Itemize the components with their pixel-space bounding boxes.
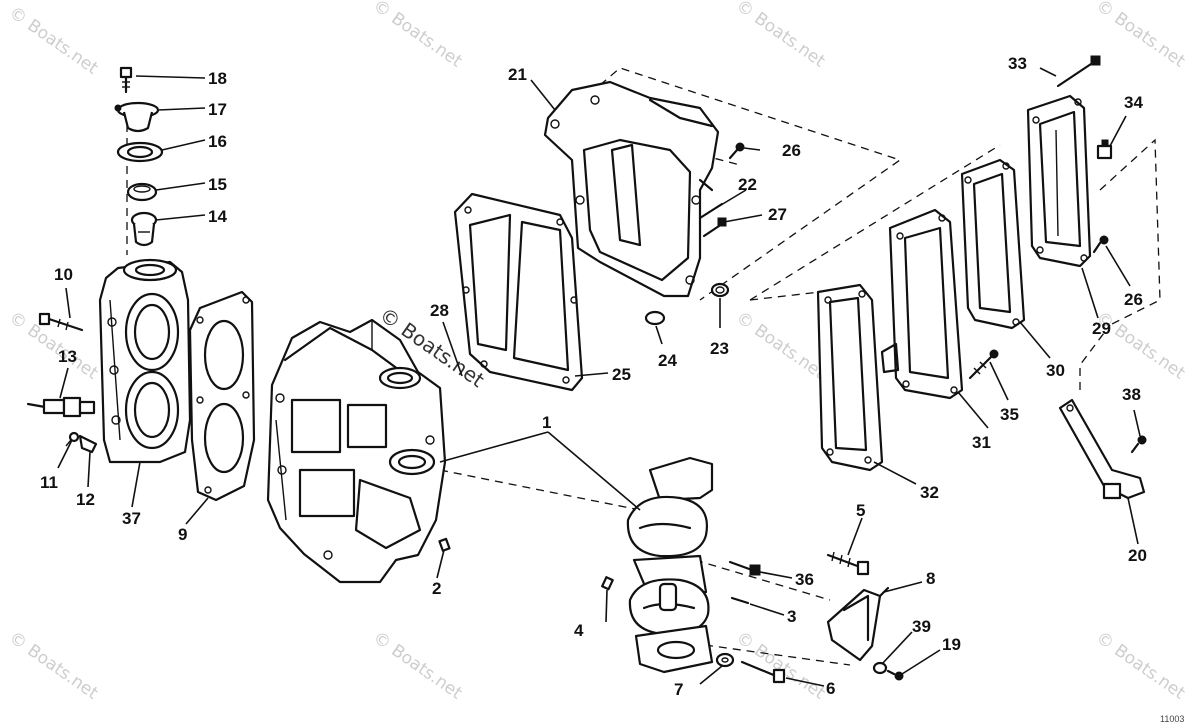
callout-32: 32 [920, 483, 939, 502]
exhaust-cover [1026, 94, 1092, 268]
watermark: © Boats.net [1092, 0, 1189, 72]
callout-13: 13 [58, 347, 77, 366]
head-gasket [188, 290, 256, 502]
exhaust-gasket-inner [960, 158, 1026, 330]
bolt-35 [968, 349, 999, 380]
callout-22: 22 [738, 175, 757, 194]
callout-18: 18 [208, 69, 227, 88]
bushing-23 [710, 282, 730, 298]
watermark: © Boats.net [5, 308, 102, 384]
fitting-34 [1096, 139, 1113, 160]
callout-7: 7 [674, 680, 683, 699]
watermark: © Boats.net [732, 628, 829, 704]
leader-lines [57, 67, 1141, 687]
callout-10: 10 [54, 265, 73, 284]
callout-4: 4 [574, 621, 584, 640]
bracket-20 [1058, 398, 1146, 500]
exhaust-plate [880, 208, 964, 400]
callout-20: 20 [1128, 546, 1147, 565]
callout-11: 11 [40, 473, 58, 492]
callout-6: 6 [826, 679, 835, 698]
callout-39: 39 [912, 617, 931, 636]
watermark: © Boats.net [732, 0, 829, 72]
screw-11 [65, 431, 80, 447]
washer-39 [872, 661, 888, 675]
bolt-10 [38, 312, 84, 332]
callout-34: 34 [1124, 93, 1143, 112]
callout-8: 8 [926, 569, 935, 588]
exhaust-gasket-outer [816, 283, 884, 472]
crankshaft-assembly [626, 456, 714, 674]
callout-29: 29 [1092, 319, 1111, 338]
bolt-33 [1056, 55, 1101, 88]
temperature-switch [26, 396, 96, 418]
callout-3: 3 [787, 607, 796, 626]
plug-24 [644, 310, 666, 326]
callout-27: 27 [768, 205, 787, 224]
bolt-6 [740, 660, 786, 684]
callout-21: 21 [508, 65, 527, 84]
callout-26-upper: 26 [782, 141, 801, 160]
thermostat [130, 211, 158, 247]
callout-36: 36 [795, 570, 814, 589]
callout-25: 25 [612, 365, 631, 384]
callout-15: 15 [208, 175, 227, 194]
callout-19: 19 [942, 635, 961, 654]
callout-12: 12 [76, 490, 95, 509]
callout-30: 30 [1046, 361, 1065, 380]
watermark: © Boats.net [732, 308, 829, 384]
screw-19 [886, 669, 904, 681]
pin-4 [601, 576, 614, 591]
callout-35: 35 [1000, 405, 1019, 424]
crankcase-cover [543, 80, 720, 298]
bolt-5 [826, 551, 870, 576]
callout-23: 23 [710, 339, 729, 358]
thermostat-cover [114, 101, 160, 133]
thermostat-gasket [116, 141, 164, 163]
screw-38 [1130, 435, 1147, 454]
callout-26-lower: 26 [1124, 290, 1143, 309]
callout-31: 31 [972, 433, 991, 452]
pin-3 [730, 596, 750, 605]
pin-2 [438, 537, 451, 552]
crankcase-gasket [453, 192, 584, 392]
screw-27 [702, 217, 727, 238]
watermark: © Boats.net [369, 0, 466, 72]
cylinder-head [98, 258, 192, 464]
screw-36 [728, 560, 761, 576]
callout-numbers: 18 17 16 15 14 10 13 11 12 37 9 1 2 28 2… [40, 54, 1147, 699]
screw-26-upper [728, 142, 745, 160]
washer-7 [715, 652, 735, 668]
watermark: © Boats.net [1092, 628, 1189, 704]
callout-1: 1 [542, 413, 551, 432]
callout-17: 17 [208, 100, 227, 119]
callout-14: 14 [208, 207, 227, 226]
callout-37: 37 [122, 509, 141, 528]
cylinder-block [266, 318, 447, 584]
callout-16: 16 [208, 132, 227, 151]
figure-number: 11003 [1160, 714, 1184, 724]
callout-2: 2 [432, 579, 441, 598]
callout-38: 38 [1122, 385, 1141, 404]
callout-24: 24 [658, 351, 677, 370]
thermostat-bolt [119, 66, 133, 94]
callout-33: 33 [1008, 54, 1027, 73]
callout-28: 28 [430, 301, 449, 320]
watermark: © Boats.net [369, 628, 466, 704]
mount-8 [826, 586, 890, 662]
clip-12 [78, 434, 98, 454]
watermark: © Boats.net [5, 628, 102, 704]
callout-5: 5 [856, 501, 865, 520]
watermark: © Boats.net [5, 3, 102, 79]
screw-26-lower [1092, 235, 1109, 254]
assembly-guide-lines [126, 67, 1161, 666]
thermostat-seal [126, 182, 158, 202]
callout-9: 9 [178, 525, 187, 544]
